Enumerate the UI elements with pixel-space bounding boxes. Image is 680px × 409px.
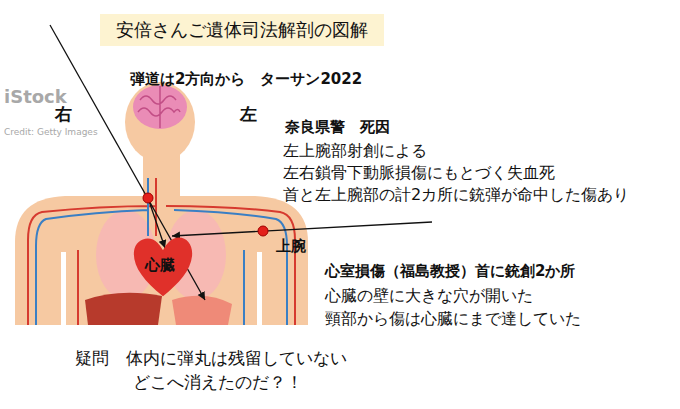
part-label: 上腕 (276, 237, 306, 255)
subtitle: 弾道は2方向から ターサン2022 (130, 70, 362, 88)
note-text: 左上腕部射創による (283, 141, 427, 160)
note-text: 首と左上腕部の計2カ所に銃弾が命中した傷あり (283, 185, 629, 204)
wound-dot (258, 226, 268, 236)
artery (28, 178, 295, 325)
watermark: Credit: Getty Images (4, 127, 98, 138)
note-text: 頸部から傷は心臓にまで達していた (325, 309, 581, 328)
organ-label: 心臓 (130, 230, 196, 275)
liver (85, 293, 162, 325)
torso (15, 196, 308, 325)
side-label: 左 (240, 104, 257, 124)
question-text: どこへ消えたのだ？！ (133, 372, 303, 392)
note-heading: 奈良県警 死因 (285, 118, 390, 136)
trajectory-line (50, 25, 205, 300)
question-text: 疑問 体内に弾丸は残留していない (75, 348, 347, 368)
brain-folds (138, 86, 180, 128)
note-text: 心臓の壁に大きな穴が開いた (325, 286, 533, 305)
trajectory-line (172, 222, 432, 236)
note-heading: 心室損傷（福島教授）首に銃創2か所 (325, 262, 575, 280)
heart-organ: 心臓 (130, 230, 196, 302)
watermark: iStock (4, 86, 67, 108)
title-box: 安倍さんご遺体司法解剖の図解 (100, 14, 384, 46)
vein (36, 178, 287, 325)
note-text: 左右鎖骨下動脈損傷にもとづく失血死 (283, 163, 555, 182)
head (125, 82, 195, 162)
wound-dot (143, 193, 153, 203)
brain (133, 85, 187, 129)
arm-gap (257, 252, 262, 325)
stomach (172, 296, 232, 325)
side-label: 右 (55, 104, 72, 124)
arm-gap (61, 252, 66, 325)
